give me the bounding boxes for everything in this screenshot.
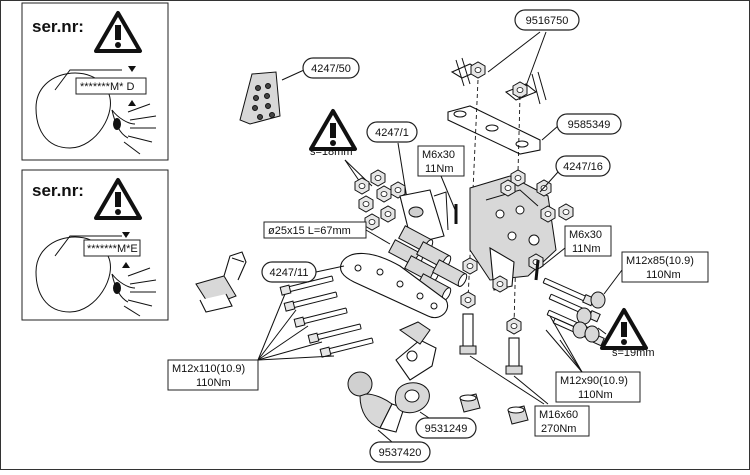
callout-9537420: 9537420: [369, 441, 431, 463]
serial-code-1: *******M* D: [80, 81, 134, 93]
spec-box-m16x60: M16x60 270Nm: [534, 405, 590, 437]
spec-box-m6-right: M6x30 11Nm: [564, 225, 612, 257]
spec-box-m12x85: M12x85(10.9) 110Nm: [621, 251, 709, 283]
callout-9516750: 9516750: [514, 9, 580, 31]
serial-panel-1: ser.nr: *******M* D: [21, 2, 169, 161]
svg-text:9531249: 9531249: [425, 423, 468, 435]
serial-code-2: *******M*E: [87, 243, 138, 255]
svg-text:9585349: 9585349: [568, 119, 611, 131]
svg-text:4247/11: 4247/11: [270, 267, 309, 279]
serial-panel-1-title: ser.nr:: [32, 17, 84, 36]
svg-text:11Nm: 11Nm: [572, 243, 601, 255]
spec-s18: s=18mm: [310, 146, 353, 158]
svg-text:110Nm: 110Nm: [196, 377, 231, 389]
svg-text:M12x110(10.9): M12x110(10.9): [172, 363, 245, 375]
svg-text:110Nm: 110Nm: [578, 389, 613, 401]
svg-text:ø25x15 L=67mm: ø25x15 L=67mm: [268, 225, 351, 237]
svg-text:4247/16: 4247/16: [563, 161, 603, 173]
spec-box-tube: ø25x15 L=67mm: [263, 221, 367, 239]
svg-text:11Nm: 11Nm: [425, 163, 454, 175]
protective-caps: [459, 393, 529, 425]
part-9537420-towball: [347, 321, 437, 433]
serial-code-box-2: [83, 239, 141, 257]
svg-text:270Nm: 270Nm: [541, 423, 576, 435]
leader-m12x110: [257, 293, 335, 361]
part-4247-50-bracket: [239, 69, 305, 125]
part-9531249-ring: [394, 382, 430, 414]
svg-text:M12x85(10.9): M12x85(10.9): [626, 255, 694, 267]
spec-box-m12x110: M12x110(10.9) 110Nm: [167, 359, 259, 391]
callout-4247-16: 4247/16: [555, 155, 611, 177]
part-4247-16-crossbeam: [462, 169, 574, 293]
spec-box-m12x90: M12x90(10.9) 110Nm: [555, 371, 641, 403]
warning-icon: [600, 308, 648, 350]
bolts-m16x60: [459, 291, 523, 375]
svg-text:M6x30: M6x30: [422, 149, 455, 161]
svg-text:9516750: 9516750: [526, 15, 569, 27]
callout-9585349: 9585349: [556, 113, 622, 135]
warning-icon: [309, 109, 357, 151]
svg-text:M16x60: M16x60: [539, 409, 578, 421]
part-9516750-plates: [450, 31, 547, 105]
svg-text:M12x90(10.9): M12x90(10.9): [560, 375, 628, 387]
nut-group-left: [354, 169, 406, 231]
callout-4247-11: 4247/11: [261, 261, 317, 283]
callout-9531249: 9531249: [415, 417, 477, 439]
serial-panel-2: ser.nr: *******M*E: [21, 169, 169, 321]
spec-s19: s=19mm: [612, 347, 655, 359]
svg-text:M6x30: M6x30: [569, 229, 602, 241]
washers-right: [572, 291, 606, 343]
side-plate: [339, 252, 448, 318]
eye-icon: [111, 103, 157, 155]
callout-4247-50: 4247/50: [302, 57, 360, 79]
svg-text:9537420: 9537420: [379, 447, 422, 459]
tube-spacers: [388, 225, 468, 301]
serial-code-box-1: [75, 77, 147, 95]
svg-text:110Nm: 110Nm: [646, 269, 681, 281]
bolts-m12x110: [279, 274, 375, 358]
svg-text:4247/50: 4247/50: [311, 63, 351, 75]
electric-socket-bracket: [195, 251, 247, 313]
serial-panel-2-title: ser.nr:: [32, 181, 84, 200]
eye-icon: [111, 267, 157, 317]
callout-4247-1: 4247/1: [366, 121, 418, 143]
svg-text:4247/1: 4247/1: [375, 127, 409, 139]
spec-box-m6-left: M6x30 11Nm: [417, 145, 465, 177]
part-9585349-strip: [447, 105, 559, 155]
